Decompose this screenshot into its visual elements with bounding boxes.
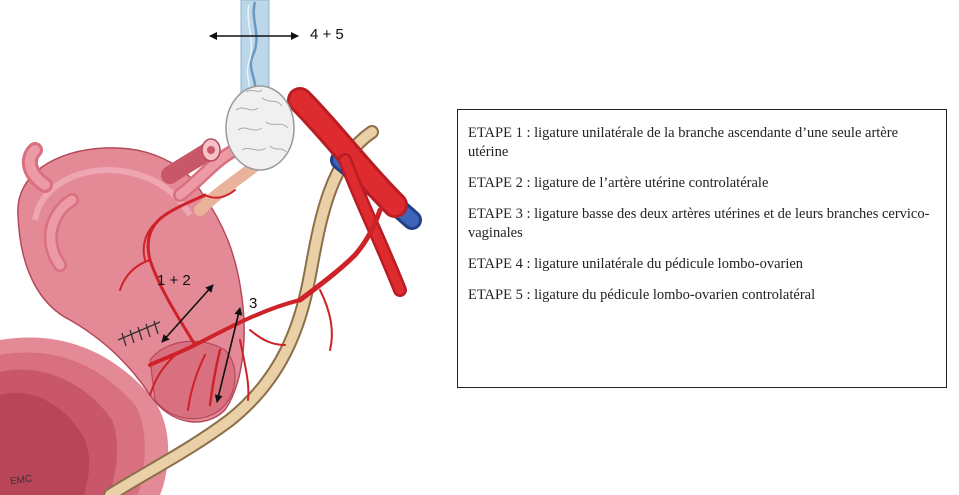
ovary xyxy=(226,86,294,170)
suspensory-ligament xyxy=(241,0,269,95)
step-5-text: ETAPE 5 : ligature du pédicule lombo-ova… xyxy=(468,286,936,305)
label-lower-ligature: 3 xyxy=(249,295,257,312)
steps-legend-box: ETAPE 1 : ligature unilatérale de la bra… xyxy=(457,109,947,388)
anatomical-illustration xyxy=(0,0,450,495)
step-3-text: ETAPE 3 : ligature basse des deux artère… xyxy=(468,205,936,243)
step-4-text: ETAPE 4 : ligature unilatérale du pédicu… xyxy=(468,255,936,274)
step-2-text: ETAPE 2 : ligature de l’artère utérine c… xyxy=(468,174,936,193)
label-ovarian-pedicle: 4 + 5 xyxy=(310,26,344,43)
label-uterine-branch: 1 + 2 xyxy=(157,272,191,289)
step-1-text: ETAPE 1 : ligature unilatérale de la bra… xyxy=(468,124,936,162)
